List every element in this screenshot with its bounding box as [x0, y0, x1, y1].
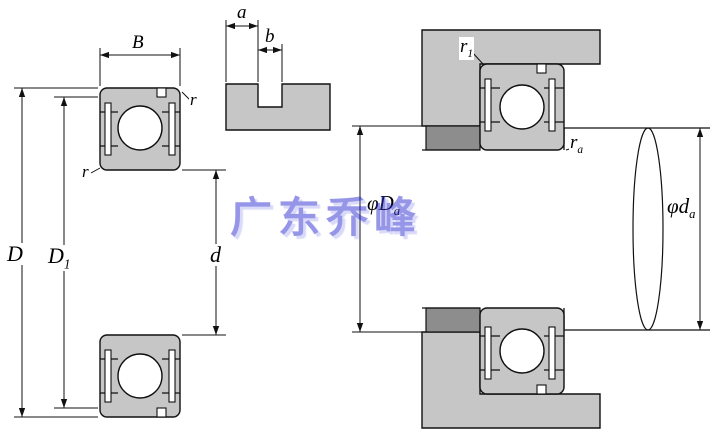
- bearing-section-top: [99, 87, 181, 171]
- dim-label-b: b: [264, 27, 276, 46]
- shaft: [422, 127, 710, 331]
- spacer-top: [425, 125, 481, 151]
- ball: [499, 84, 545, 130]
- dim-label-Da-text: φD: [367, 191, 394, 215]
- dim-label-r1: r1: [459, 36, 475, 61]
- shield-right: [168, 349, 176, 403]
- dim-label-ra-sub: a: [577, 143, 584, 156]
- dim-label-D1: D1: [47, 243, 72, 272]
- spacer-bottom: [425, 307, 481, 333]
- ball: [117, 105, 163, 151]
- dim-label-Da-sub: a: [393, 204, 401, 219]
- dim-label-d: d: [209, 244, 222, 266]
- shield-right: [548, 78, 556, 132]
- dim-label-Da: φDa: [366, 191, 402, 219]
- dimension-b: [258, 44, 283, 82]
- dim-label-r-top: r: [189, 91, 198, 108]
- dim-label-r-side-text: r: [82, 162, 89, 181]
- dim-label-D-text: D: [7, 241, 23, 266]
- shield-left: [484, 326, 492, 380]
- dim-label-a: a: [236, 3, 248, 22]
- shield-left: [484, 78, 492, 132]
- shield-right: [548, 326, 556, 380]
- dim-label-B-text: B: [132, 32, 144, 53]
- dim-label-ra: ra: [569, 132, 585, 157]
- dimension-B: [99, 48, 181, 86]
- groove-section: [225, 83, 331, 131]
- groove-detail-view: [225, 20, 331, 131]
- r-leader-side: [90, 167, 101, 174]
- snap-ring-groove: [156, 87, 167, 98]
- dim-label-b-text: b: [265, 26, 275, 47]
- ball: [499, 328, 545, 374]
- snap-ring-groove: [536, 384, 547, 395]
- dim-label-r-top-text: r: [190, 90, 197, 109]
- snap-ring-groove: [536, 63, 547, 74]
- dim-label-ra-text: r: [570, 132, 578, 153]
- dim-label-D1-sub: 1: [63, 256, 71, 272]
- left-bearing-view: [14, 48, 226, 418]
- dimension-Da: [352, 125, 422, 333]
- shaft-break: [632, 127, 664, 331]
- bearing-section-bottom: [479, 307, 565, 395]
- shield-left: [104, 102, 112, 156]
- dim-label-B: B: [131, 33, 145, 52]
- shield-left: [104, 349, 112, 403]
- dim-label-da-sub: a: [689, 207, 696, 222]
- dim-label-D1-text: D: [48, 243, 64, 268]
- snap-ring-groove: [156, 407, 167, 418]
- dim-label-r-side: r: [81, 163, 90, 180]
- dim-label-D: D: [6, 243, 24, 265]
- dim-label-da-text: φd: [667, 194, 690, 218]
- dim-label-d-text: d: [210, 242, 221, 267]
- shield-right: [168, 102, 176, 156]
- dimension-a: [225, 20, 259, 82]
- bearing-section-bottom: [99, 334, 181, 418]
- dim-label-da: φda: [666, 194, 697, 222]
- dim-label-r1-sub: 1: [467, 47, 474, 60]
- ball: [117, 353, 163, 399]
- dim-label-a-text: a: [237, 2, 247, 23]
- bearing-section-top: [479, 63, 565, 151]
- dim-label-r1-text: r: [460, 36, 468, 57]
- watermark: 广东乔峰: [230, 193, 423, 242]
